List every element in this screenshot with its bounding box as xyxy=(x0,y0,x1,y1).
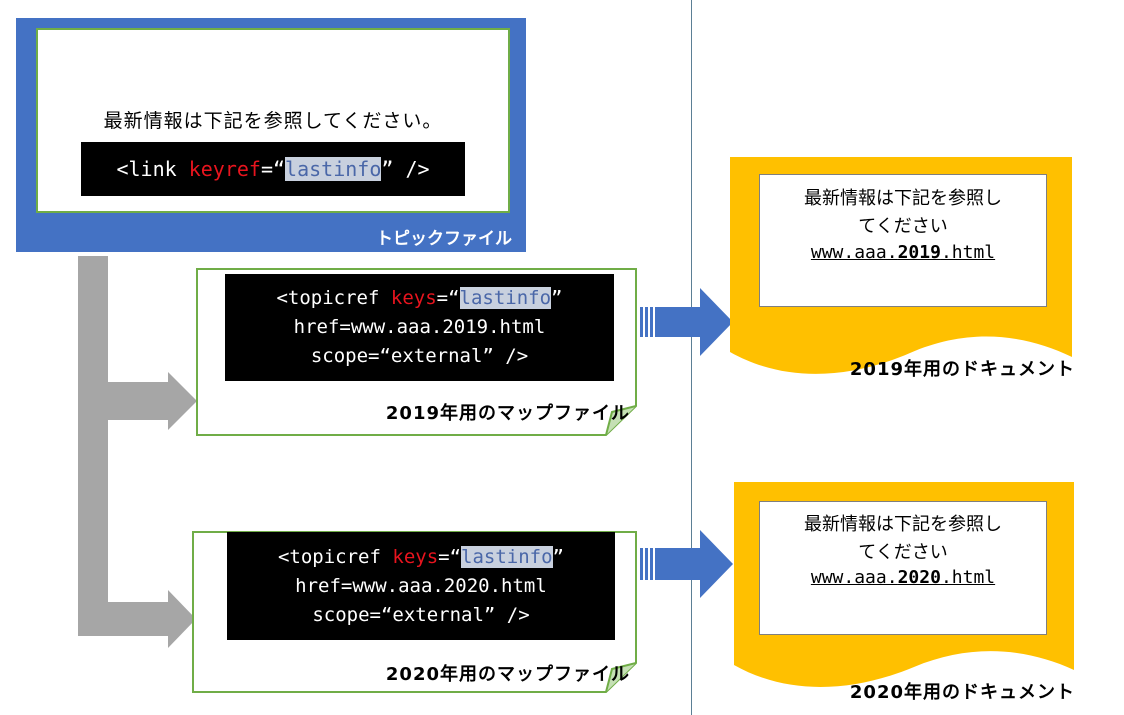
map-2020-code-line-2: href=www.aaa.2020.html xyxy=(295,574,547,597)
topic-file-label: トピックファイル xyxy=(376,229,512,249)
doc-2019-inner xyxy=(759,174,1047,307)
blue-arrow-2019 xyxy=(640,288,733,356)
gray-arrow-to-2019-map xyxy=(78,256,197,430)
doc-2020-url: www.aaa.2020.html xyxy=(810,567,996,588)
gray-connector-arrows xyxy=(78,256,197,648)
map-2020-code-block: <topicref keys=“lastinfo” href=www.aaa.2… xyxy=(227,532,615,640)
topic-code-line: <link keyref=“lastinfo” /> xyxy=(116,157,430,181)
doc-2019-text-line-1: 最新情報は下記を参照し xyxy=(804,188,1002,209)
blue-arrow-2020 xyxy=(640,530,733,598)
map-2020-code-line-3: scope=“external” /> xyxy=(312,603,530,626)
map-2019-code-block: <topicref keys=“lastinfo” href=www.aaa.2… xyxy=(225,274,614,381)
topic-code-block: <link keyref=“lastinfo” /> xyxy=(81,142,465,196)
map-2019-code-line-2: href=www.aaa.2019.html xyxy=(293,316,546,338)
doc-2020-inner xyxy=(759,501,1047,635)
blue-arrows xyxy=(640,288,733,598)
doc-2019-text-line-2: てください xyxy=(858,216,948,237)
gray-arrow-to-2020-map xyxy=(78,415,196,648)
topic-text: 最新情報は下記を参照してください。 xyxy=(103,110,443,132)
map-2019-code-line-3: scope=“external” /> xyxy=(310,345,529,367)
map-2019-code-line-1: <topicref keys=“lastinfo” xyxy=(276,287,563,309)
doc-2020-text-line-1: 最新情報は下記を参照し xyxy=(804,514,1002,535)
doc-2019-label: 2019年用のドキュメント xyxy=(849,359,1075,380)
map-2020-code-line-1: <topicref keys=“lastinfo” xyxy=(277,545,564,568)
map-2019-label: 2019年用のマップファイル xyxy=(385,403,630,424)
doc-2019-url: www.aaa.2019.html xyxy=(810,242,996,263)
map-2020-label: 2020年用のマップファイル xyxy=(385,664,630,685)
vertical-divider xyxy=(691,0,692,715)
doc-2020-text-line-2: てください xyxy=(858,542,948,563)
doc-2020-label: 2020年用のドキュメント xyxy=(849,682,1075,703)
